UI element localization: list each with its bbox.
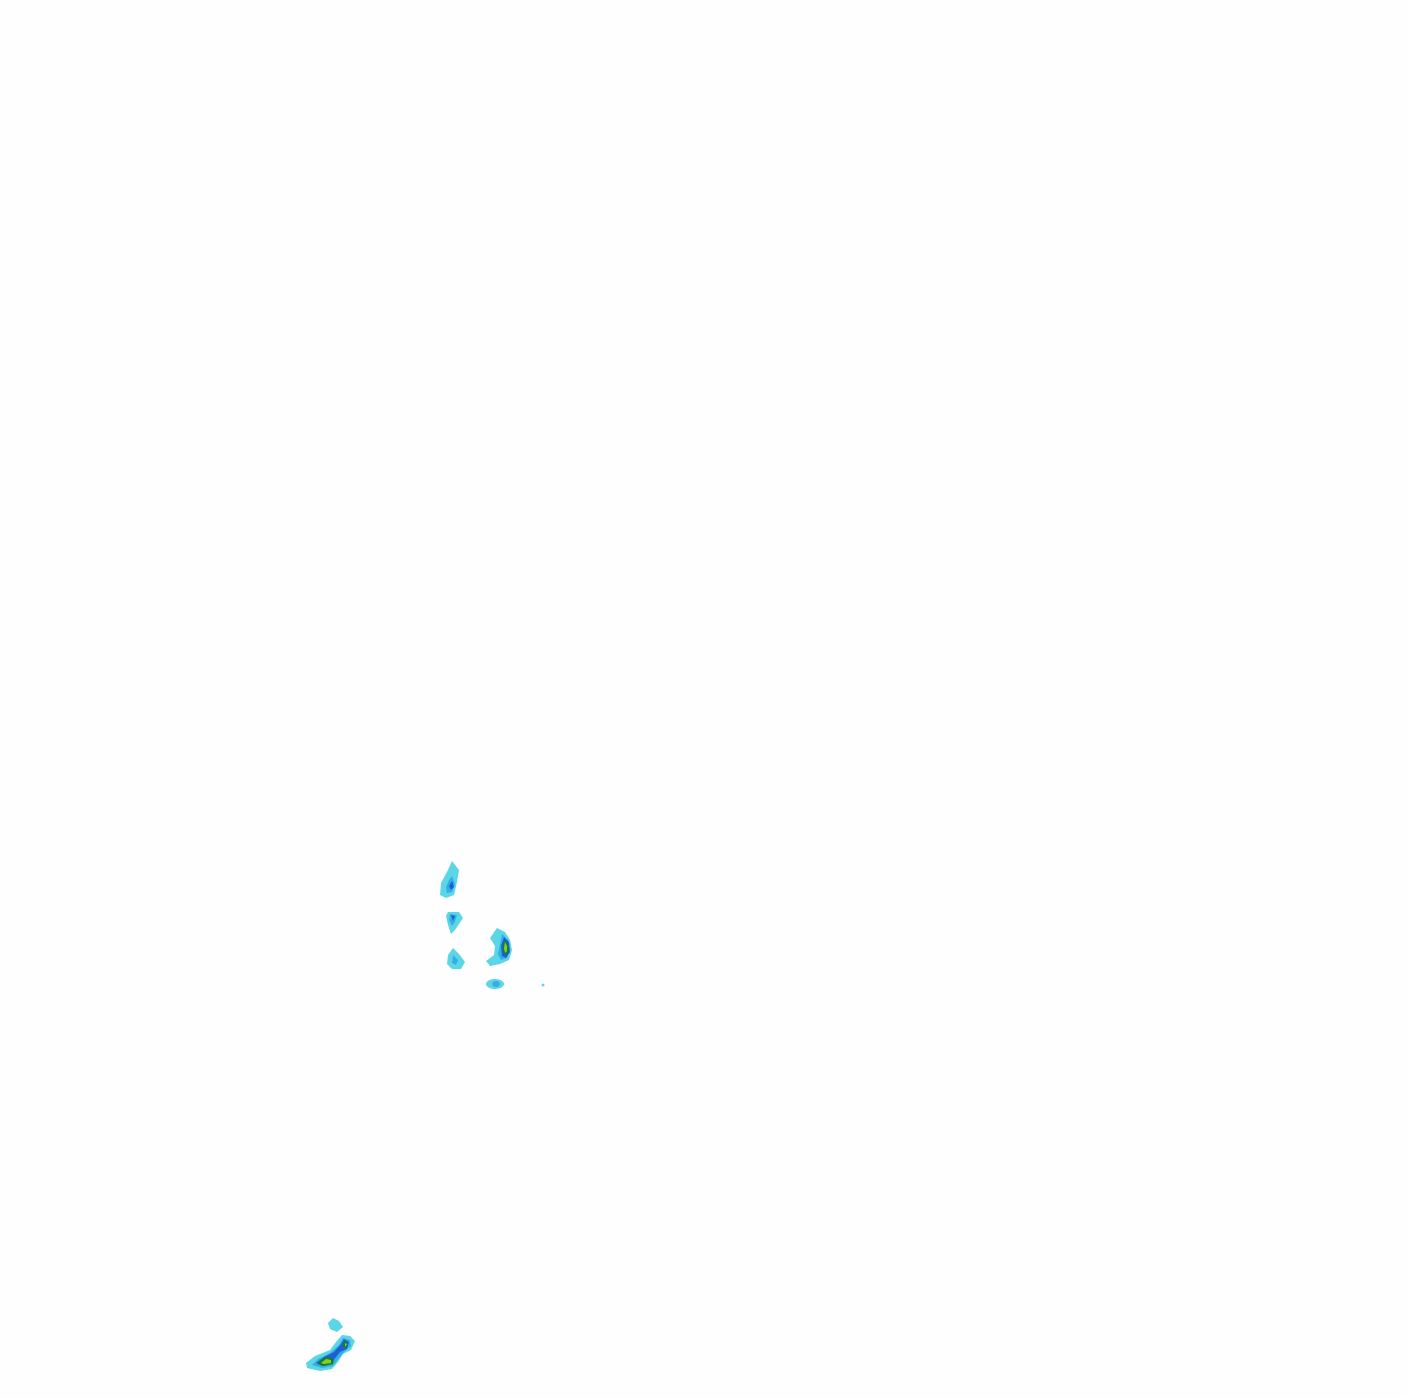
contour-cell-e: [486, 979, 504, 989]
contour-speck: [541, 983, 545, 987]
contour-cell-d: [447, 948, 465, 969]
contour-inner: [451, 915, 455, 921]
contour-core: [345, 1343, 347, 1347]
contour-core: [321, 1359, 331, 1364]
contour-cell-g: [306, 1335, 355, 1371]
contour-inner: [449, 881, 454, 890]
contour-middle: [492, 981, 500, 987]
contour-cell-b: [446, 912, 463, 934]
contour-middle: [452, 955, 458, 965]
contour-core: [504, 942, 507, 953]
contour-outer: [541, 983, 545, 987]
contour-cell-c: [486, 928, 512, 966]
contour-cell-a: [440, 861, 459, 898]
contour-cell-f: [328, 1318, 343, 1332]
contour-outer: [328, 1318, 343, 1332]
